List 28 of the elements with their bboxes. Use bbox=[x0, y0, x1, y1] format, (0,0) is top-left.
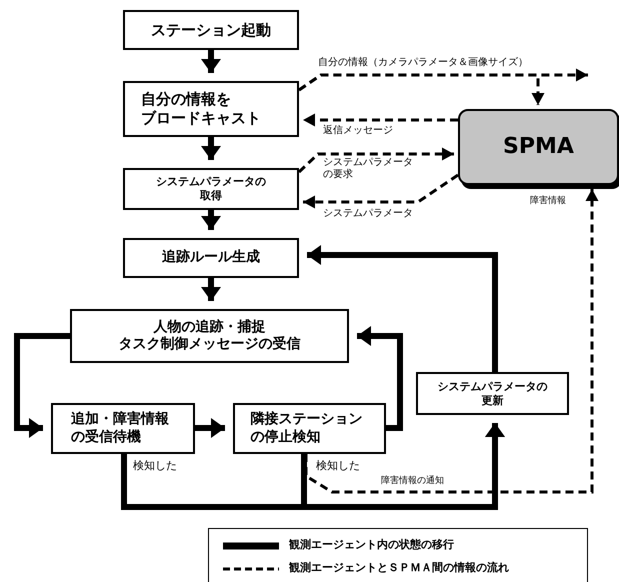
arrow bbox=[201, 278, 221, 301]
arrow bbox=[298, 74, 544, 105]
line-label: 障害情報 bbox=[530, 196, 566, 207]
arrow bbox=[195, 418, 225, 438]
process-box: 追加・障害情報の受信待機 bbox=[51, 403, 195, 454]
edge-label: 返信メッセージ bbox=[323, 125, 393, 137]
process-box: 隣接ステーションの停止検知 bbox=[233, 403, 386, 454]
arrow bbox=[14, 333, 70, 438]
arrow bbox=[357, 326, 403, 431]
edge-label: 検知した bbox=[316, 459, 360, 472]
arrow bbox=[307, 245, 498, 372]
arrow bbox=[201, 137, 221, 160]
arrow bbox=[201, 50, 221, 73]
edge-label: 検知した bbox=[133, 459, 177, 472]
arrow bbox=[303, 114, 458, 126]
process-box: システムパラメータの取得 bbox=[123, 168, 299, 210]
process-box: 自分の情報をブロードキャスト bbox=[123, 81, 299, 137]
process-box: 人物の追跡・捕捉 タスク制御メッセージの受信 bbox=[70, 309, 349, 363]
process-box: システムパラメータの更新 bbox=[416, 372, 569, 415]
arrow bbox=[201, 210, 221, 230]
legend-text: 観測エージェントとＳＰＭＡ間の情報の流れ bbox=[289, 560, 509, 575]
arrow bbox=[298, 148, 454, 174]
edge-label: 障害情報の通知 bbox=[381, 476, 444, 487]
arrow bbox=[304, 189, 598, 494]
process-box: 追跡ルール生成 bbox=[123, 238, 299, 278]
edge-label: システムパラメータ bbox=[323, 208, 413, 220]
process-box: ステーション起動 bbox=[123, 10, 299, 50]
legend-text: 観測エージェント内の状態の移行 bbox=[289, 537, 454, 552]
